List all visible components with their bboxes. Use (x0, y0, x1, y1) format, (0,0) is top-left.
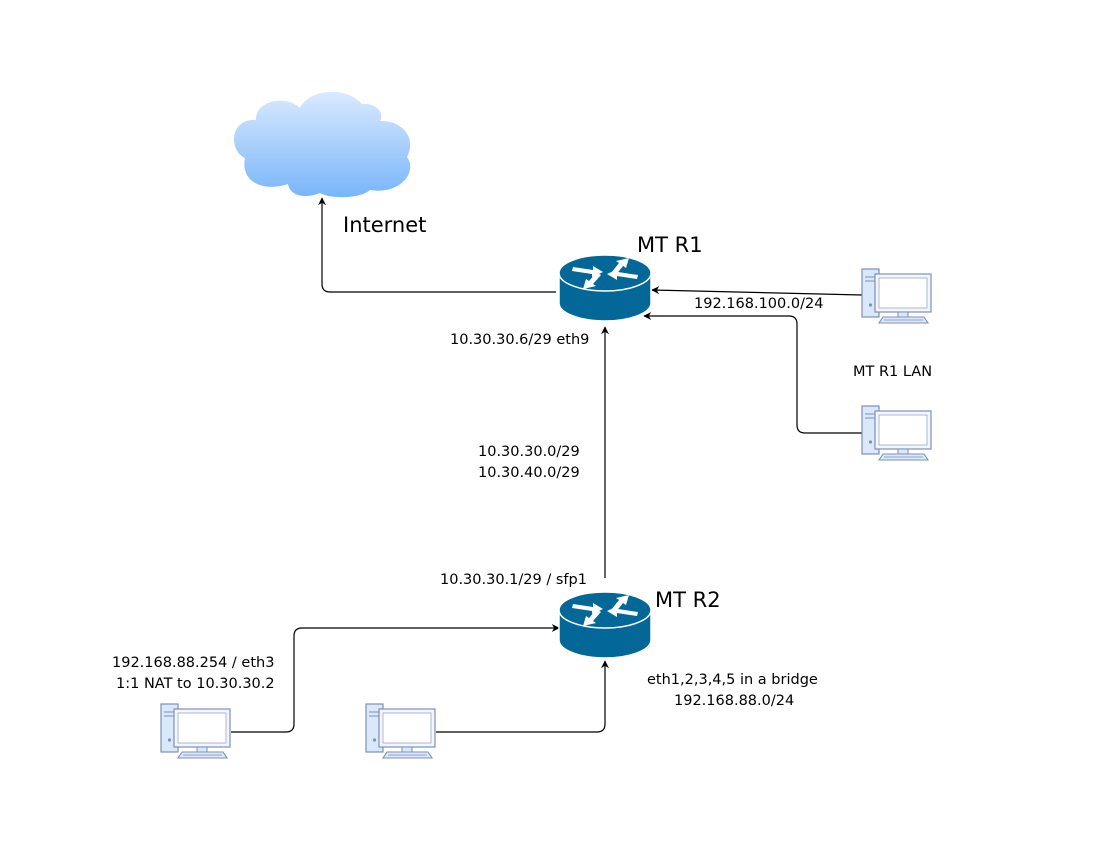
link-r1-internet (318, 197, 556, 293)
link-bridge-pc-r2 (436, 660, 609, 733)
transit-subnet-2: 10.30.40.0/29 (478, 465, 580, 481)
lan-label: MT R1 LAN (853, 364, 933, 380)
link-lan-pc1-r1 (651, 286, 863, 296)
nat-host-line-2: 1:1 NAT to 10.30.30.2 (116, 676, 275, 692)
lan-pc1-icon (861, 268, 932, 324)
lan-pc2-icon (861, 405, 932, 461)
transit-subnet-1: 10.30.30.0/29 (478, 444, 580, 460)
router-r2-iface: 10.30.30.1/29 / sfp1 (440, 572, 587, 588)
bridge-line-2: 192.168.88.0/24 (674, 693, 795, 709)
internet-cloud-icon (234, 91, 411, 198)
bridge-pc-icon (365, 703, 436, 759)
router-r1-iface: 10.30.30.6/29 eth9 (450, 332, 590, 348)
link-lan-pc2-r1 (643, 312, 862, 434)
router-r2-icon (558, 591, 652, 659)
bridge-line-1: eth1,2,3,4,5 in a bridge (647, 672, 818, 688)
internet-label: Internet (343, 213, 427, 237)
nat-host-line-1: 192.168.88.254 / eth3 (112, 655, 275, 671)
link-nat-host-r2 (231, 624, 560, 733)
router-r1-name: MT R1 (637, 233, 703, 257)
nat-host-pc-icon (160, 703, 231, 759)
router-r1-icon (558, 254, 652, 322)
router-r2-name: MT R2 (655, 588, 721, 612)
r1-lan-subnet: 192.168.100.0/24 (694, 296, 824, 312)
